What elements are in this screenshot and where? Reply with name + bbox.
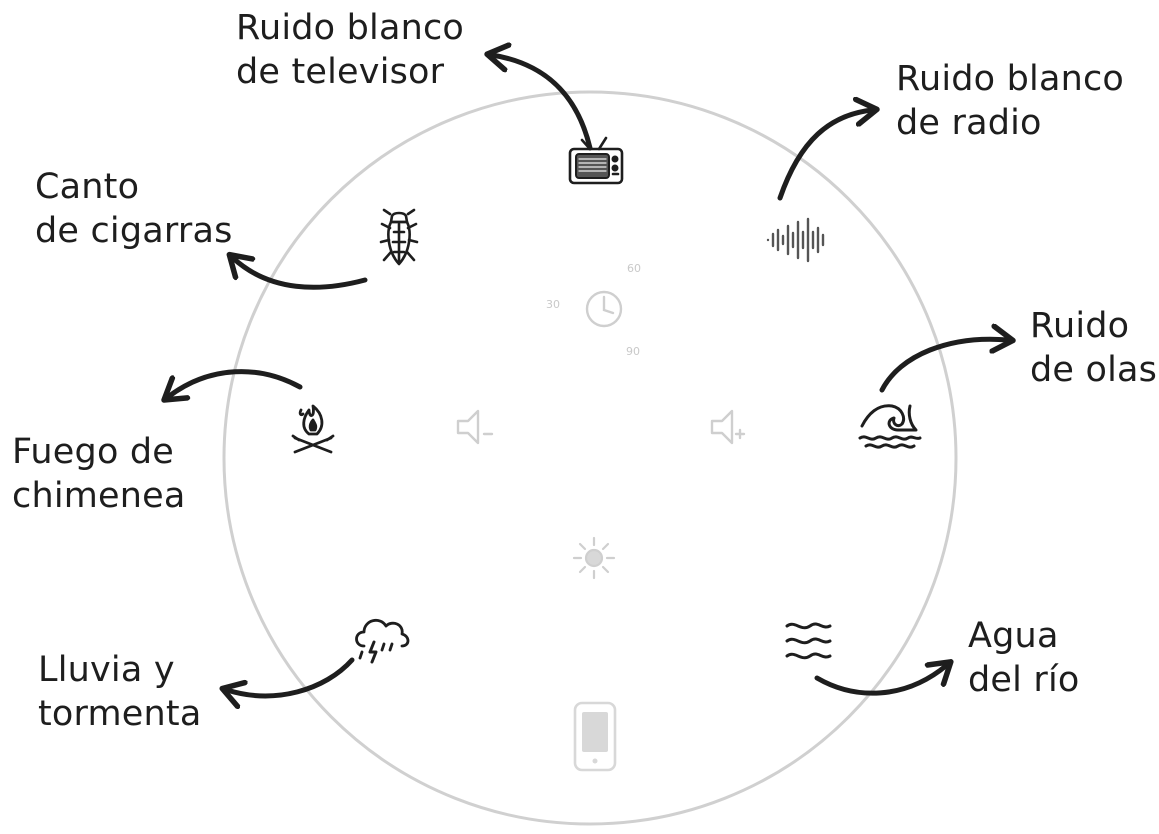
label-waves-line2: de olas <box>1030 350 1158 390</box>
label-storm-line2: tormenta <box>38 694 202 734</box>
storm-cloud-icon[interactable] <box>355 618 410 664</box>
tv-icon[interactable] <box>568 136 624 185</box>
label-cicadas-line1: Canto <box>35 167 140 207</box>
arrow-tv <box>492 55 593 151</box>
label-cicadas-line2: de cigarras <box>35 211 233 251</box>
label-radio-noise-line2: de radio <box>896 103 1042 143</box>
volume-up-icon[interactable] <box>710 409 746 445</box>
device-ring <box>222 90 958 826</box>
label-storm: Lluvia y tormenta <box>38 648 202 736</box>
label-tv-noise: Ruido blanco de televisor <box>236 6 464 94</box>
arrow-waves <box>879 339 1008 393</box>
label-fireplace: Fuego de chimenea <box>12 430 186 518</box>
timer-option-90[interactable]: 90 <box>626 345 640 358</box>
campfire-icon[interactable] <box>291 404 335 454</box>
label-river: Agua del río <box>968 614 1080 702</box>
label-river-line2: del río <box>968 660 1080 700</box>
arrow-cicadas <box>233 258 368 290</box>
volume-down-icon[interactable] <box>456 409 494 445</box>
clock-icon[interactable] <box>585 290 623 328</box>
label-radio-noise-line1: Ruido blanco <box>896 59 1125 99</box>
timer-option-60[interactable]: 60 <box>627 262 641 275</box>
label-tv-noise-line1: Ruido blanco <box>236 8 465 48</box>
phone-icon[interactable] <box>573 701 617 772</box>
cicada-icon[interactable] <box>379 208 419 266</box>
label-cicadas: Canto de cigarras <box>35 165 233 253</box>
label-waves-line1: Ruido <box>1030 306 1130 346</box>
label-storm-line1: Lluvia y <box>38 650 175 690</box>
sound-wave-icon[interactable] <box>766 217 825 263</box>
ocean-wave-icon[interactable] <box>858 404 922 449</box>
timer-option-30[interactable]: 30 <box>546 298 560 311</box>
sun-icon[interactable] <box>572 536 616 580</box>
arrow-radio <box>777 110 872 201</box>
label-tv-noise-line2: de televisor <box>236 52 445 92</box>
label-fireplace-line2: chimenea <box>12 476 186 516</box>
label-fireplace-line1: Fuego de <box>12 432 175 472</box>
arrow-storm <box>227 657 355 696</box>
label-radio-noise: Ruido blanco de radio <box>896 57 1124 145</box>
label-river-line1: Agua <box>968 616 1059 656</box>
label-waves: Ruido de olas <box>1030 304 1157 392</box>
arrow-fireplace <box>168 369 303 397</box>
river-water-icon[interactable] <box>785 622 832 660</box>
arrow-river <box>814 665 947 696</box>
